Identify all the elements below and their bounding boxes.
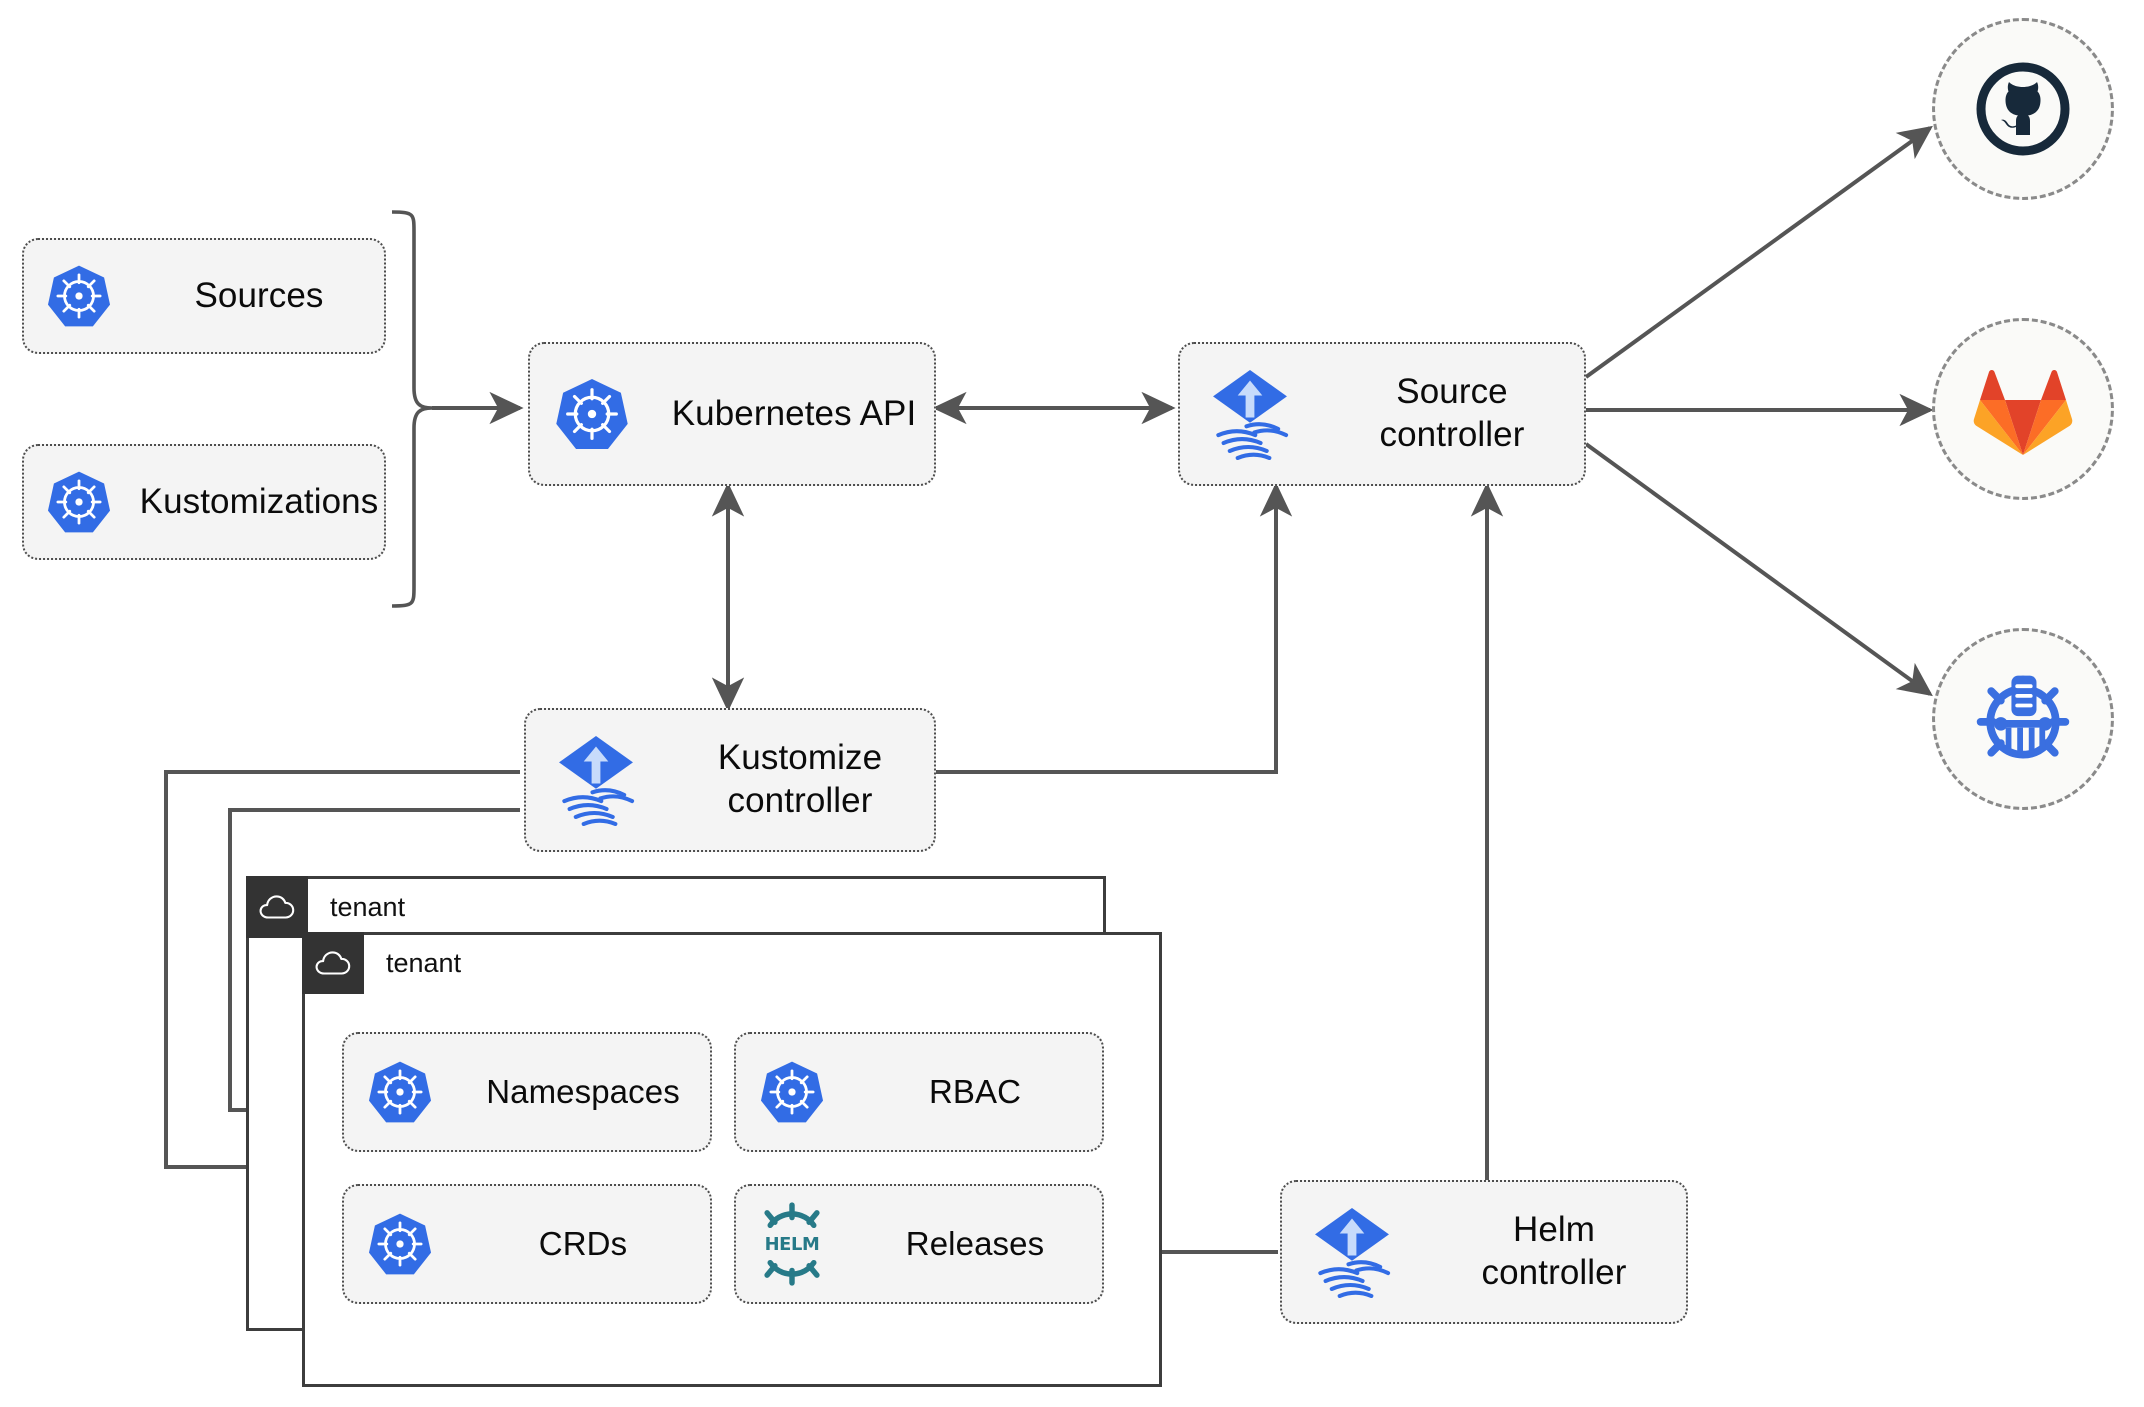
node-label: Kustomize controller (717, 738, 883, 820)
kubernetes-icon (344, 1211, 456, 1277)
node-rbac[interactable]: RBAC (734, 1032, 1104, 1152)
endpoint-helm-repository[interactable] (1932, 628, 2114, 810)
kubernetes-icon (344, 1059, 456, 1125)
node-sources[interactable]: Sources (22, 238, 386, 354)
helm-icon-text: HELM (765, 1234, 820, 1255)
node-kustomizations[interactable]: Kustomizations (22, 444, 386, 560)
flux-icon (526, 734, 666, 826)
kubernetes-icon (24, 263, 134, 329)
node-label: Helm controller (1481, 1210, 1627, 1292)
node-label: CRDs (538, 1224, 628, 1262)
node-source-controller[interactable]: Source controller (1178, 342, 1586, 486)
kubernetes-icon (530, 376, 654, 452)
kubernetes-icon (24, 469, 134, 535)
edge-kustomize-to-source (936, 482, 1293, 774)
flux-icon (1180, 368, 1320, 460)
tenant-container-front: tenant (302, 932, 1162, 1387)
node-helm-controller[interactable]: Helm controller (1280, 1180, 1688, 1324)
helm-icon: HELM (736, 1202, 848, 1286)
cloud-icon (302, 932, 364, 994)
edge-resources-brace (391, 210, 433, 608)
tenant-header-front: tenant (302, 932, 461, 994)
node-label: Kubernetes API (671, 393, 917, 433)
tenant-header-back: tenant (246, 876, 405, 938)
flux-icon (1282, 1206, 1422, 1298)
endpoint-github[interactable] (1932, 18, 2114, 200)
tenant-label-front: tenant (386, 947, 462, 978)
node-label: RBAC (928, 1072, 1022, 1110)
tenant-label-back: tenant (330, 891, 406, 922)
endpoint-gitlab[interactable] (1932, 318, 2114, 500)
helm-repository-icon (1976, 675, 2070, 759)
node-label: Source controller (1379, 372, 1525, 454)
node-releases[interactable]: HELM Releases (734, 1184, 1104, 1304)
node-crds[interactable]: CRDs (342, 1184, 712, 1304)
kubernetes-icon (736, 1059, 848, 1125)
edge-source-to-github (1584, 125, 1933, 379)
node-kustomize-controller[interactable]: Kustomize controller (524, 708, 936, 852)
node-kubernetes-api[interactable]: Kubernetes API (528, 342, 936, 486)
github-icon (1976, 62, 2070, 156)
node-label: Kustomizations (139, 481, 379, 521)
node-namespaces[interactable]: Namespaces (342, 1032, 712, 1152)
gitlab-icon (1973, 370, 2073, 455)
cloud-icon (246, 876, 308, 938)
edge-source-to-helm-repository (1584, 442, 1933, 697)
node-label: Sources (194, 275, 324, 315)
node-label: Releases (905, 1224, 1045, 1262)
node-label: Namespaces (486, 1072, 680, 1110)
